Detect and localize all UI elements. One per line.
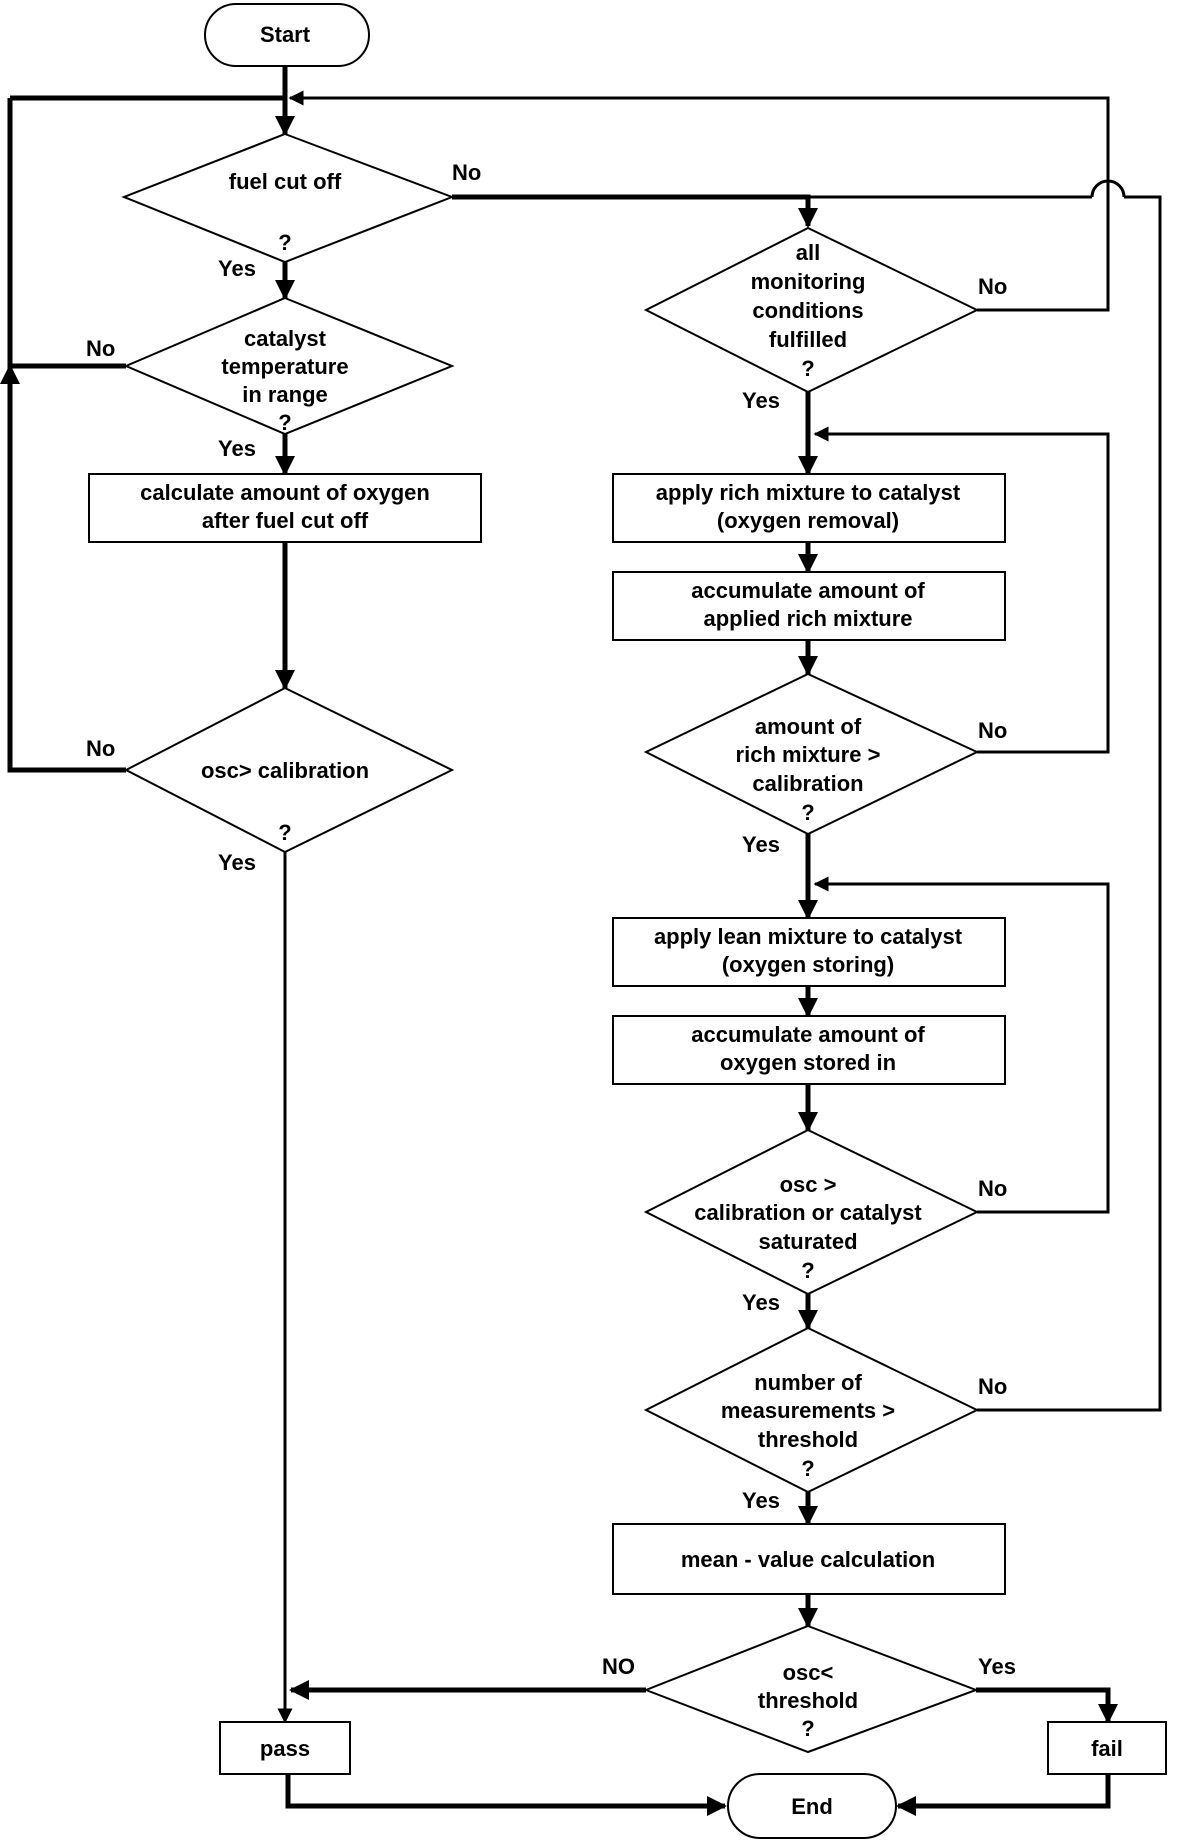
connectors — [0, 66, 1162, 1816]
edge-label-monitor-yes: Yes — [742, 388, 780, 413]
process-line: apply lean mixture to catalyst — [654, 924, 963, 949]
decision-line: fulfilled — [769, 327, 847, 352]
edge-label-threshold-no: NO — [602, 1654, 635, 1679]
decision-line: saturated — [758, 1229, 857, 1254]
edge-label-saturated-no: No — [978, 1176, 1007, 1201]
decision-line: measurements > — [721, 1398, 895, 1423]
decision-line: rich mixture > — [736, 742, 881, 767]
process-accumulate-rich: accumulate amount of applied rich mixtur… — [612, 571, 1006, 641]
process-line: oxygen stored in — [720, 1050, 896, 1075]
edge-measure-no — [977, 195, 1162, 1412]
process-line: (oxygen storing) — [722, 952, 894, 977]
decision-line: ? — [278, 230, 291, 255]
decision-line: monitoring — [751, 269, 866, 294]
edge-label-osc-left-yes: Yes — [218, 850, 256, 875]
process-apply-lean: apply lean mixture to catalyst (oxygen s… — [612, 917, 1006, 987]
decision-line: temperature — [221, 354, 348, 379]
decision-line: catalyst — [244, 326, 327, 351]
decision-line: ? — [801, 1258, 814, 1283]
process-line: applied rich mixture — [703, 606, 912, 631]
start-terminal: Start — [204, 3, 370, 67]
process-line: (oxygen removal) — [717, 508, 899, 533]
edge-label-fuel-no: No — [452, 160, 481, 185]
edge-label-fuel-yes: Yes — [218, 256, 256, 281]
edge-label-monitor-no: No — [978, 274, 1007, 299]
edge-pass-to-end — [285, 1774, 727, 1816]
decision-number-measurements: number of measurements > threshold ? — [643, 1326, 980, 1494]
process-line: fail — [1091, 1736, 1123, 1761]
decision-line: osc > — [780, 1172, 837, 1197]
decision-line: ? — [801, 800, 814, 825]
process-line: pass — [260, 1736, 310, 1761]
decision-line: threshold — [758, 1427, 858, 1452]
decision-line: ? — [278, 820, 291, 845]
edge-label-rich-no: No — [978, 718, 1007, 743]
edge-label-temp-no: No — [86, 336, 115, 361]
process-calc-oxygen: calculate amount of oxygen after fuel cu… — [88, 473, 482, 543]
edge-label-temp-yes: Yes — [218, 436, 256, 461]
decision-line: ? — [801, 1456, 814, 1481]
edge-label-measure-yes: Yes — [742, 1488, 780, 1513]
edge-fuel-no — [452, 194, 818, 228]
decision-rich-mixture: amount of rich mixture > calibration ? — [643, 672, 980, 836]
process-line: accumulate amount of — [691, 1022, 925, 1047]
decision-monitoring-conditions: all monitoring conditions fulfilled ? — [643, 226, 980, 394]
decision-line: conditions — [752, 298, 863, 323]
process-line: calculate amount of oxygen — [140, 480, 430, 505]
edge-osc-left-no — [7, 98, 126, 773]
process-fail: fail — [1047, 1721, 1167, 1775]
decision-osc-calibration-left: osc> calibration ? — [123, 686, 455, 854]
process-apply-rich: apply rich mixture to catalyst (oxygen r… — [612, 473, 1006, 543]
decision-line: amount of — [755, 714, 862, 739]
process-pass: pass — [219, 1721, 351, 1775]
decision-line: calibration or catalyst — [694, 1200, 922, 1225]
process-line: after fuel cut off — [202, 508, 369, 533]
end-terminal: End — [727, 1773, 897, 1839]
edge-label-threshold-yes: Yes — [978, 1654, 1016, 1679]
edge-hop-over — [1090, 179, 1126, 198]
decision-osc-threshold: osc< threshold ? — [643, 1624, 979, 1754]
decision-fuel-cut-off: fuel cut off ? — [121, 132, 455, 264]
start-label: Start — [260, 22, 311, 47]
decision-line: calibration — [752, 771, 863, 796]
process-line: accumulate amount of — [691, 578, 925, 603]
edge-saturated-no — [813, 876, 1110, 1214]
edge-label-osc-left-no: No — [86, 736, 115, 761]
edge-threshold-yes — [976, 1687, 1118, 1724]
decision-line: all — [796, 240, 820, 265]
edge-labels: No Yes No Yes No Yes No Yes No Yes No Ye… — [86, 160, 1016, 1679]
decision-line: osc> calibration — [201, 758, 369, 783]
edge-rich-no — [813, 426, 1110, 754]
decision-line: ? — [278, 410, 291, 435]
process-line: mean - value calculation — [681, 1547, 935, 1572]
decision-line: in range — [242, 382, 328, 407]
edge-monitor-no-loop — [288, 90, 1110, 312]
decision-osc-saturated: osc > calibration or catalyst saturated … — [643, 1128, 980, 1296]
process-mean-value: mean - value calculation — [612, 1523, 1006, 1595]
decision-line: fuel cut off — [229, 169, 342, 194]
end-label: End — [791, 1794, 833, 1819]
edge-label-measure-no: No — [978, 1374, 1007, 1399]
decision-line: threshold — [758, 1688, 858, 1713]
process-accumulate-oxygen: accumulate amount of oxygen stored in — [612, 1015, 1006, 1085]
process-line: apply rich mixture to catalyst — [656, 480, 961, 505]
edge-label-saturated-yes: Yes — [742, 1290, 780, 1315]
decision-catalyst-temperature: catalyst temperature in range ? — [123, 296, 455, 436]
edge-fail-to-end — [896, 1774, 1111, 1816]
decision-line: ? — [801, 356, 814, 381]
decision-line: osc< — [783, 1660, 834, 1685]
edge-label-rich-yes: Yes — [742, 832, 780, 857]
decision-line: number of — [754, 1370, 862, 1395]
decision-line: ? — [801, 1716, 814, 1741]
